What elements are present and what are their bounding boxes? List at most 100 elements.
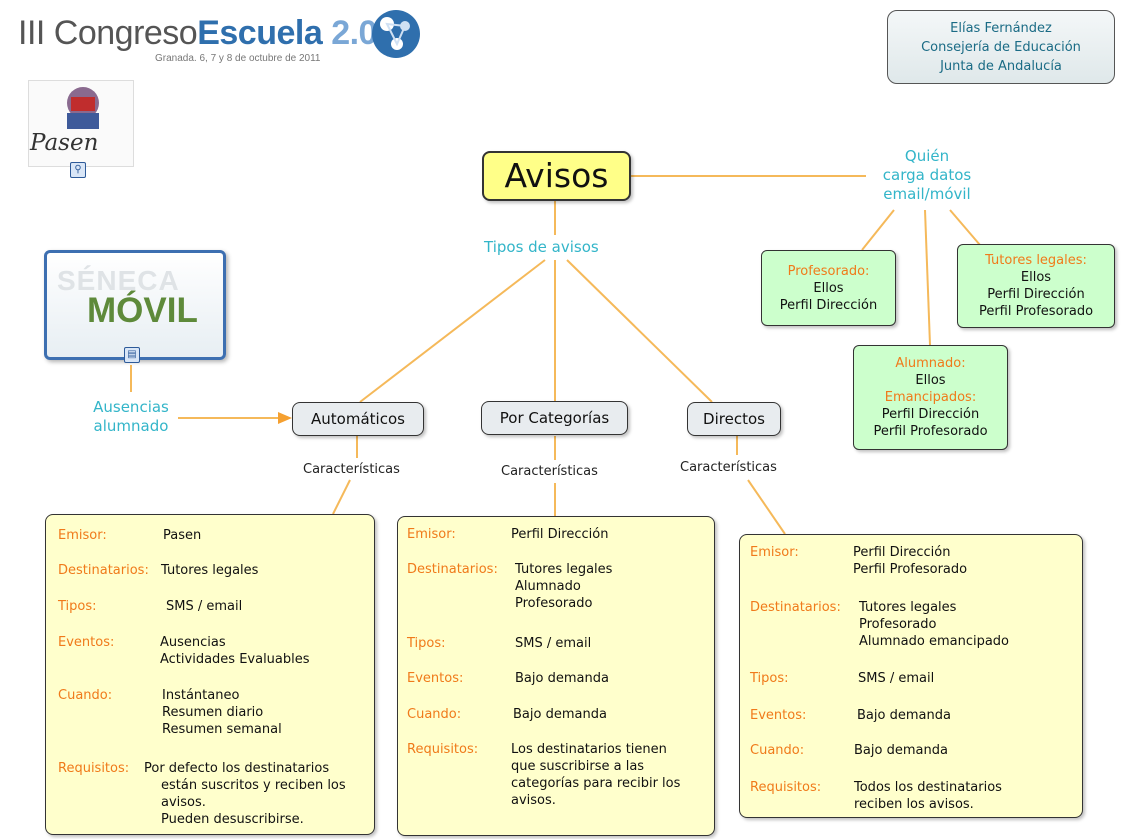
auto-req-value-4: Pueden desuscribirse. (161, 812, 304, 827)
cat-dest-key: Destinatarios: (407, 562, 498, 577)
ausencias-line-1: Ausencias (93, 398, 169, 416)
auto-emisor-key: Emisor: (58, 528, 107, 543)
cat-req-value-1: Los destinatarios tienen (511, 742, 667, 757)
auto-eventos-value-2: Actividades Evaluables (160, 652, 310, 667)
tutores-line-3: Perfil Profesorado (978, 304, 1094, 319)
movil-text: MÓVIL (87, 291, 198, 330)
cat-tipos-key: Tipos: (407, 636, 446, 651)
tipos-label: Tipos de avisos (484, 238, 599, 256)
dir-eventos-key: Eventos: (750, 708, 807, 723)
auto-req-value-3: avisos. (161, 795, 206, 810)
auto-tipos-key: Tipos: (58, 599, 97, 614)
logo-bold: Escuela (197, 14, 323, 52)
auto-req-value-2: están suscritos y reciben los (161, 778, 346, 793)
cat-req-key: Requisitos: (407, 742, 479, 757)
ausencias-line-2: alumnado (93, 417, 169, 435)
cat-emisor-value: Perfil Dirección (511, 527, 609, 542)
profesorado-node: Profesorado: Ellos Perfil Dirección (761, 250, 896, 326)
author-name: Elías Fernández (950, 20, 1052, 36)
alumnado-line-1: Ellos (915, 373, 946, 388)
logo-subtitle: Granada. 6, 7 y 8 de octubre de 2011 (155, 53, 321, 64)
dir-tipos-key: Tipos: (750, 671, 789, 686)
auto-cuando-value-1: Instántaneo (162, 688, 240, 703)
dir-cuando-key: Cuando: (750, 743, 805, 758)
congress-logo: III CongresoEscuela 2.0 (18, 14, 377, 53)
quien-line-1: Quién (904, 147, 950, 165)
auto-cuando-value-3: Resumen semanal (162, 722, 282, 737)
dir-req-key: Requisitos: (750, 780, 822, 795)
dir-emisor-key: Emisor: (750, 545, 799, 560)
auto-tipos-value: SMS / email (166, 599, 243, 614)
auto-cuando-key: Cuando: (58, 688, 113, 703)
auto-dest-key: Destinatarios: (58, 563, 149, 578)
caracteristicas-label-dir: Características (680, 460, 777, 475)
dir-req-value-1: Todos los destinatarios (854, 780, 1002, 795)
tutores-title: Tutores legales: (985, 253, 1087, 268)
resource-link-icon[interactable]: ⚲ (70, 162, 86, 178)
profesorado-line-2: Perfil Dirección (779, 297, 878, 313)
quien-line-2: carga datos (882, 166, 972, 184)
seneca-movil-logo[interactable]: SÉNECA MÓVIL (44, 250, 226, 360)
automaticos-info-box: Emisor: Pasen Destinatarios: Tutores leg… (45, 514, 375, 835)
directos-info-box: Emisor: Perfil Dirección Perfil Profesor… (739, 534, 1083, 818)
logo-number: 2.0 (331, 14, 377, 52)
cat-eventos-value: Bajo demanda (515, 671, 609, 686)
author-gov: Junta de Andalucía (940, 58, 1062, 74)
auto-emisor-value: Pasen (163, 528, 202, 543)
por-categorias-node: Por Categorías (481, 401, 628, 435)
emancipados-title: Emancipados: (884, 390, 977, 405)
pasen-label: Pasen (30, 130, 99, 156)
directos-node: Directos (687, 402, 781, 436)
tutores-line-1: Ellos (1020, 270, 1052, 285)
globe-icon (372, 10, 420, 58)
quien-line-3: email/móvil (883, 185, 971, 203)
dir-tipos-value: SMS / email (858, 671, 935, 686)
dir-dest-value-2: Profesorado (859, 617, 937, 632)
auto-eventos-value-1: Ausencias (160, 635, 226, 650)
automaticos-node: Automáticos (292, 402, 424, 436)
dir-req-value-2: reciben los avisos. (854, 797, 974, 812)
tutores-node: Tutores legales: Ellos Perfil Dirección … (957, 244, 1115, 328)
auto-req-key: Requisitos: (58, 761, 130, 776)
alumnado-title: Alumnado: (895, 356, 966, 371)
cat-cuando-key: Cuando: (407, 707, 462, 722)
cat-cuando-value: Bajo demanda (513, 707, 607, 722)
cat-dest-value-3: Profesorado (515, 596, 593, 611)
dir-dest-key: Destinatarios: (750, 600, 841, 615)
categorias-info-box: Emisor: Perfil Dirección Destinatarios: … (397, 516, 715, 836)
profesorado-title: Profesorado: (787, 263, 870, 279)
author-org: Consejería de Educación (921, 39, 1081, 55)
dir-emisor-value-2: Perfil Profesorado (853, 562, 968, 577)
auto-req-value-1: Por defecto los destinatarios (144, 761, 330, 776)
cat-eventos-key: Eventos: (407, 671, 464, 686)
dir-dest-value-1: Tutores legales (859, 600, 957, 615)
seneca-text: SÉNECA (57, 265, 180, 296)
tutores-line-2: Perfil Dirección (987, 287, 1085, 302)
cat-req-value-3: categorías para recibir los (511, 776, 681, 791)
quien-carga-label: Quién carga datos email/móvil (862, 147, 992, 204)
caracteristicas-label-auto: Características (303, 462, 400, 477)
dir-emisor-value-1: Perfil Dirección (853, 545, 951, 560)
logo-prefix: III Congreso (18, 14, 198, 52)
ausencias-label: Ausencias alumnado (82, 398, 180, 436)
resource-link-icon[interactable]: ▤ (124, 347, 140, 363)
dir-cuando-value: Bajo demanda (854, 743, 948, 758)
alumnado-node: Alumnado: Ellos Emancipados: Perfil Dire… (853, 345, 1008, 450)
avisos-node: Avisos (482, 151, 631, 201)
author-box: Elías Fernández Consejería de Educación … (887, 10, 1115, 84)
auto-dest-value: Tutores legales (161, 563, 259, 578)
pasen-figure-icon (67, 87, 99, 129)
cat-req-value-2: que suscribirse a las (511, 759, 645, 774)
dir-dest-value-3: Alumnado emancipado (859, 634, 1010, 649)
profesorado-line-1: Ellos (813, 280, 844, 296)
alumnado-line-2: Perfil Dirección (881, 407, 980, 422)
cat-emisor-key: Emisor: (407, 527, 456, 542)
caracteristicas-label-cat: Características (501, 464, 598, 479)
cat-dest-value-1: Tutores legales (515, 562, 613, 577)
auto-eventos-key: Eventos: (58, 635, 115, 650)
cat-tipos-value: SMS / email (515, 636, 592, 651)
alumnado-line-3: Perfil Profesorado (873, 424, 988, 439)
cat-req-value-4: avisos. (511, 793, 556, 808)
dir-eventos-value: Bajo demanda (857, 708, 951, 723)
